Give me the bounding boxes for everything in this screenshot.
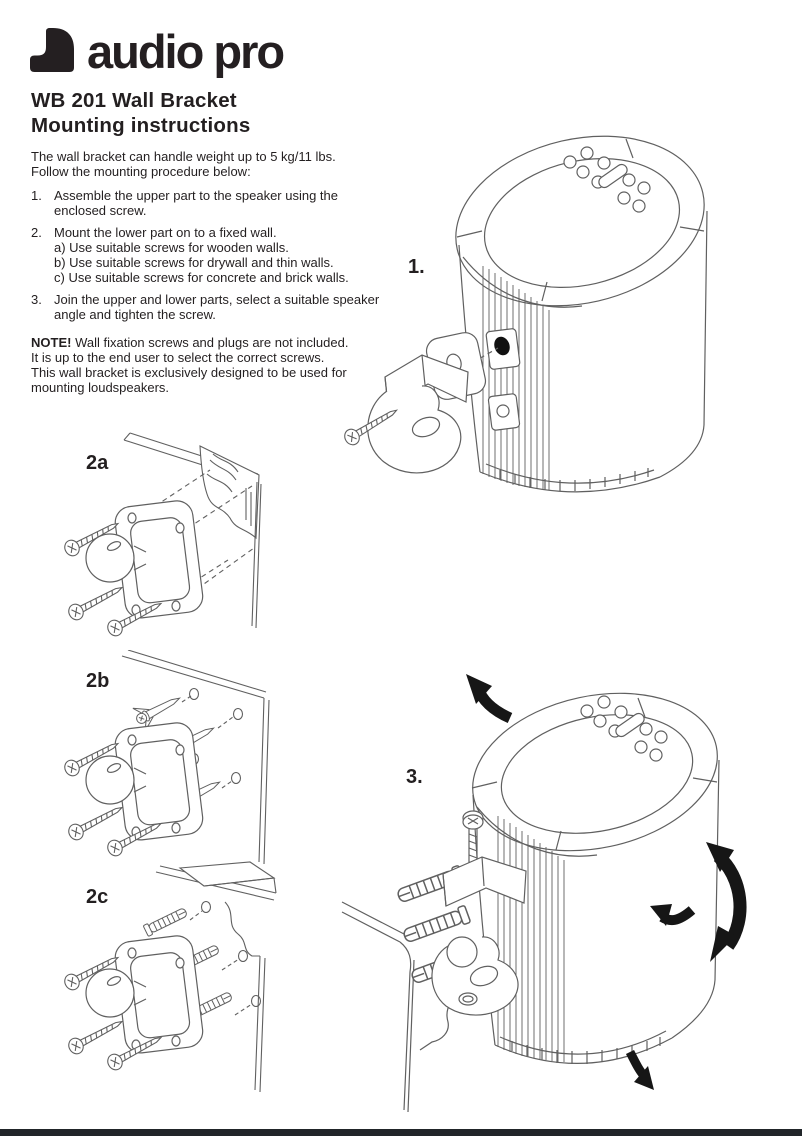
figure-3-mounted-speaker-illustration: [340, 660, 802, 1115]
instructions-text: The wall bracket can handle weight up to…: [31, 149, 391, 395]
figure-2b-drywall-illustration: [60, 650, 330, 868]
brand-wordmark: audio pro: [87, 25, 285, 79]
audio-pro-logo-icon: [30, 28, 74, 72]
document-title: WB 201 Wall Bracket Mounting instruction…: [31, 88, 250, 138]
figure-1-speaker-illustration: [330, 125, 802, 505]
figure-2a-label: 2a: [86, 452, 109, 474]
intro-paragraph: The wall bracket can handle weight up to…: [31, 149, 336, 179]
figure-3-label: 3.: [406, 766, 423, 788]
page-footer-bar: [0, 1129, 802, 1136]
title-line-2: Mounting instructions: [31, 114, 251, 137]
figure-2c-brick-wall-illustration: [60, 860, 330, 1095]
step-3: 3. Join the upper and lower parts, selec…: [31, 292, 380, 322]
figure-1-label: 1.: [408, 256, 425, 278]
step-1: 1. Assemble the upper part to the speake…: [31, 188, 339, 218]
figure-2b-label: 2b: [86, 670, 110, 692]
figure-2a-wood-wall-illustration: [60, 430, 330, 650]
title-line-1: WB 201 Wall Bracket: [31, 89, 237, 112]
figure-2c-label: 2c: [86, 886, 109, 908]
brand-logo: audio pro: [30, 25, 285, 79]
note-label: NOTE!: [31, 335, 72, 350]
step-2: 2. Mount the lower part on to a fixed wa…: [31, 225, 349, 285]
tilt-arrows: [466, 674, 747, 1090]
note-paragraph: NOTE! Wall fixation screws and plugs are…: [31, 335, 349, 395]
